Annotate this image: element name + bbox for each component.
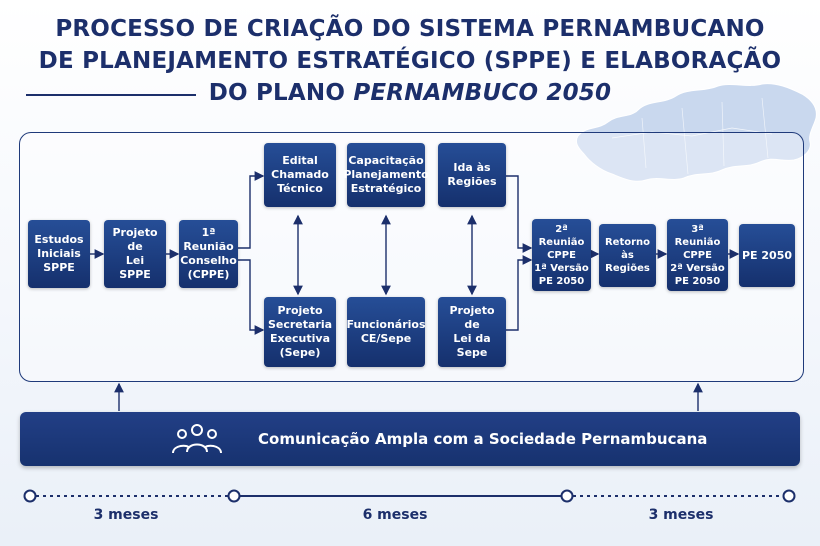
box-funcionarios: Funcionários CE/Sepe bbox=[346, 297, 426, 367]
communication-label: Comunicação Ampla com a Sociedade Pernam… bbox=[258, 430, 708, 448]
title-rule-left bbox=[26, 94, 196, 96]
box-ida-regioes: Ida às Regiões bbox=[438, 143, 506, 207]
box-projeto-lei: Projeto de Lei SPPE bbox=[104, 220, 166, 288]
box-retorno-regioes: Retorno às Regiões bbox=[599, 224, 656, 287]
box-reuniao-2: 2ª Reunião CPPE 1ª Versão PE 2050 bbox=[532, 219, 591, 291]
title-line-3: DO PLANO PERNAMBUCO 2050 bbox=[0, 78, 820, 108]
people-group-icon bbox=[172, 424, 222, 454]
timeline-node-4 bbox=[782, 489, 796, 503]
box-reuniao-3: 3ª Reunião CPPE 2ª Versão PE 2050 bbox=[667, 219, 728, 291]
timeline-node-3 bbox=[560, 489, 574, 503]
box-pe2050: PE 2050 bbox=[739, 224, 795, 287]
timeline-label-3: 3 meses bbox=[648, 507, 714, 523]
timeline-label-2: 6 meses bbox=[362, 507, 428, 523]
title-line-2: DE PLANEJAMENTO ESTRATÉGICO (SPPE) E ELA… bbox=[38, 48, 782, 74]
box-edital: Edital Chamado Técnico bbox=[264, 143, 336, 207]
communication-banner: Comunicação Ampla com a Sociedade Pernam… bbox=[20, 412, 800, 466]
timeline-label-1: 3 meses bbox=[93, 507, 159, 523]
timeline-node-2 bbox=[227, 489, 241, 503]
box-estudos-iniciais: Estudos Iniciais SPPE bbox=[28, 220, 90, 288]
timeline-node-1 bbox=[23, 489, 37, 503]
timeline bbox=[23, 489, 796, 503]
title-line-1: PROCESSO DE CRIAÇÃO DO SISTEMA PERNAMBUC… bbox=[55, 16, 765, 42]
title-line-3-prefix: DO PLANO bbox=[208, 80, 346, 106]
box-projeto-secretaria: Projeto Secretaria Executiva (Sepe) bbox=[264, 297, 336, 367]
box-reuniao-1: 1ª Reunião Conselho (CPPE) bbox=[179, 220, 238, 288]
title-line-3-italic: PERNAMBUCO 2050 bbox=[353, 80, 612, 106]
box-capacitacao: Capacitação Planejamento Estratégico bbox=[343, 143, 429, 207]
box-projeto-lei-sepe: Projeto de Lei da Sepe bbox=[438, 297, 506, 367]
